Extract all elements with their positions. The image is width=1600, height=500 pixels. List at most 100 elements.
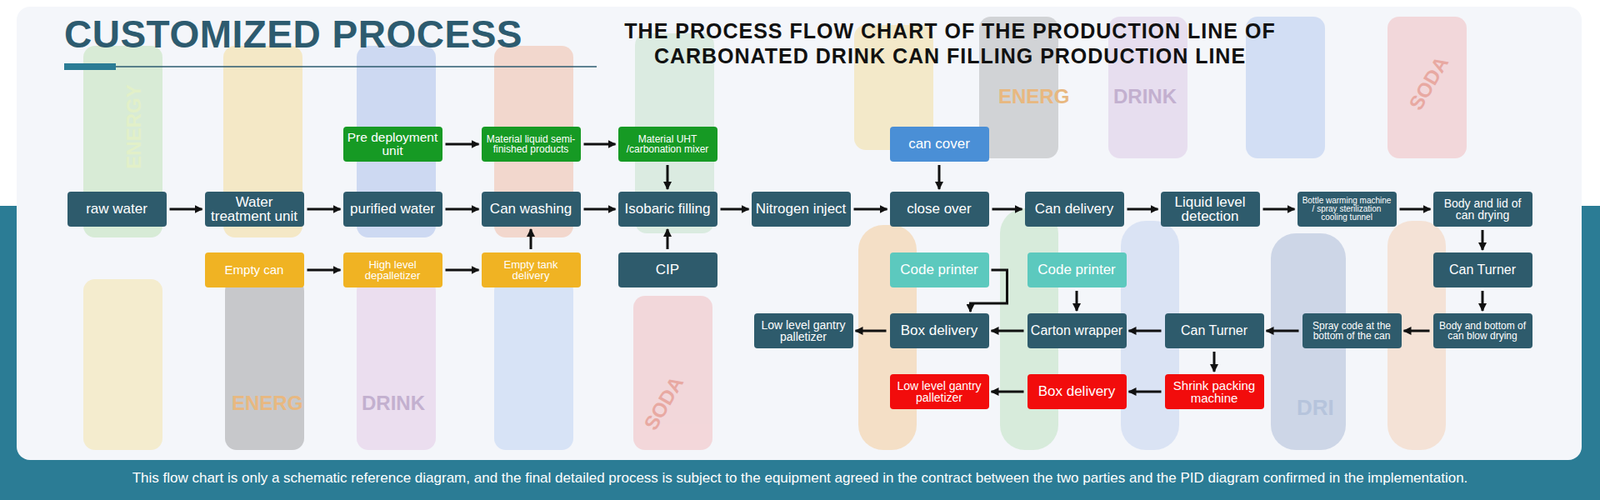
process-box: High level depalletizer bbox=[343, 252, 443, 288]
box-text: raw water bbox=[85, 201, 148, 216]
box-text: Pre deployment unit bbox=[346, 130, 440, 158]
box-text: Material UHT /carbonation mixer bbox=[621, 134, 715, 155]
box-text: Liquid level detection bbox=[1164, 195, 1257, 225]
flow-arrow bbox=[445, 208, 480, 211]
flow-arrow bbox=[1129, 390, 1162, 394]
box-text: Can delivery bbox=[1035, 201, 1115, 216]
flow-arrow bbox=[530, 229, 533, 250]
box-text: can cover bbox=[908, 136, 970, 151]
process-box: Can Turner bbox=[1433, 252, 1533, 288]
process-box: Shrink packing machine bbox=[1165, 374, 1265, 410]
process-box: Liquid level detection bbox=[1160, 191, 1260, 227]
process-box: Water treatment unit bbox=[205, 191, 305, 227]
box-text: Can Turner bbox=[1180, 324, 1248, 338]
process-box: Pre deployment unit bbox=[343, 126, 443, 162]
box-text: purified water bbox=[350, 201, 435, 216]
flow-arrow bbox=[1129, 330, 1162, 333]
chart-title: CUSTOMIZED PROCESS bbox=[64, 11, 523, 57]
flow-arrow bbox=[1404, 330, 1430, 333]
box-text: Empty tank delivery bbox=[485, 259, 578, 282]
caption: This flow chart is only a schematic refe… bbox=[0, 470, 1600, 487]
box-text: Box delivery bbox=[1038, 384, 1116, 399]
process-box: Bottle warming machine / spray steriliza… bbox=[1297, 191, 1397, 227]
flow-arrow bbox=[584, 143, 616, 146]
process-box: Empty tank delivery bbox=[481, 252, 581, 288]
process-box: Empty can bbox=[205, 252, 305, 288]
box-text: Water treatment unit bbox=[208, 195, 301, 225]
flow-arrow bbox=[1400, 208, 1431, 211]
watermark: ENERG bbox=[998, 85, 1070, 109]
title-rule bbox=[64, 65, 597, 68]
box-text: Nitrogen inject bbox=[755, 201, 847, 216]
flow-arrow bbox=[1213, 351, 1216, 372]
process-box: Spray code at the bottom of the can bbox=[1302, 313, 1402, 349]
title-rule-accent bbox=[64, 63, 116, 70]
process-box: raw water bbox=[67, 191, 167, 227]
flow-arrow bbox=[307, 208, 341, 211]
flow-arrow bbox=[584, 208, 616, 211]
box-text: Material liquid semi-finished products bbox=[485, 134, 578, 155]
process-box: Carton wrapper bbox=[1027, 313, 1127, 349]
watermark: DRINK bbox=[1113, 85, 1177, 109]
flow-arrow bbox=[1127, 208, 1159, 211]
box-text: CIP bbox=[655, 262, 680, 277]
box-text: Code printer bbox=[900, 262, 979, 277]
flow-arrow bbox=[992, 208, 1023, 211]
box-text: Low level gantry palletizer bbox=[757, 319, 850, 344]
box-text: Empty can bbox=[225, 263, 285, 276]
watermark: DRINK bbox=[361, 391, 425, 415]
watermark: DRI bbox=[1296, 395, 1335, 421]
subtitle: THE PROCESS FLOW CHART OF THE PRODUCTION… bbox=[575, 18, 1325, 69]
flow-arrow bbox=[1266, 330, 1300, 333]
flow-arrow bbox=[1481, 230, 1485, 250]
box-text: Spray code at the bottom of the can bbox=[1305, 320, 1399, 341]
process-box: Material UHT /carbonation mixer bbox=[618, 126, 718, 162]
process-box: Material liquid semi-finished products bbox=[481, 126, 581, 162]
process-box: close over bbox=[890, 191, 990, 227]
flow-arrow bbox=[445, 269, 480, 272]
white-panel bbox=[16, 6, 1582, 460]
flow-arrow bbox=[991, 330, 1025, 333]
can-illustrations bbox=[83, 16, 1467, 450]
process-box: Low level gantry palletizer bbox=[754, 313, 854, 349]
box-text: Code printer bbox=[1037, 262, 1116, 277]
box-text: Body and bottom of can blow drying bbox=[1436, 320, 1530, 341]
box-text: Shrink packing machine bbox=[1168, 379, 1261, 405]
flow-arrow bbox=[854, 208, 888, 211]
box-text: Bottle warming machine / spray steriliza… bbox=[1300, 196, 1394, 223]
process-box: Body and lid of can drying bbox=[1433, 191, 1533, 227]
flow-arrow bbox=[991, 390, 1025, 394]
printer-box: Code printer bbox=[890, 252, 990, 288]
watermark: ENERGY bbox=[122, 84, 146, 169]
printer-box: Code printer bbox=[1027, 252, 1127, 288]
process-box: Isobaric filling bbox=[618, 191, 718, 227]
box-text: Isobaric filling bbox=[625, 201, 711, 216]
flow-arrow bbox=[666, 165, 670, 190]
process-box: Can washing bbox=[481, 191, 581, 227]
flow-arrow bbox=[1481, 290, 1485, 311]
process-box: Can Turner bbox=[1165, 313, 1265, 349]
flow-arrow bbox=[445, 143, 480, 146]
watermark: SODA bbox=[639, 372, 689, 435]
flow-arrow bbox=[1075, 290, 1079, 311]
process-box: Low level gantry palletizer bbox=[890, 374, 990, 410]
box-text: close over bbox=[906, 201, 971, 216]
flow-arrow bbox=[855, 330, 887, 333]
watermark: SODA bbox=[1404, 52, 1454, 115]
flow-arrow bbox=[666, 229, 670, 250]
process-box: Can delivery bbox=[1025, 191, 1125, 227]
process-box: CIP bbox=[618, 252, 718, 288]
box-text: Box delivery bbox=[900, 323, 979, 338]
process-box: Box delivery bbox=[890, 313, 990, 349]
box-text: Can Turner bbox=[1449, 263, 1516, 277]
box-text: High level depalletizer bbox=[346, 259, 440, 282]
process-box: Nitrogen inject bbox=[751, 191, 851, 227]
process-box: Box delivery bbox=[1027, 374, 1127, 410]
flow-arrow bbox=[1263, 208, 1295, 211]
input-box: can cover bbox=[890, 126, 990, 162]
process-box: Body and bottom of can blow drying bbox=[1433, 313, 1533, 349]
box-text: Low level gantry palletizer bbox=[893, 380, 986, 405]
